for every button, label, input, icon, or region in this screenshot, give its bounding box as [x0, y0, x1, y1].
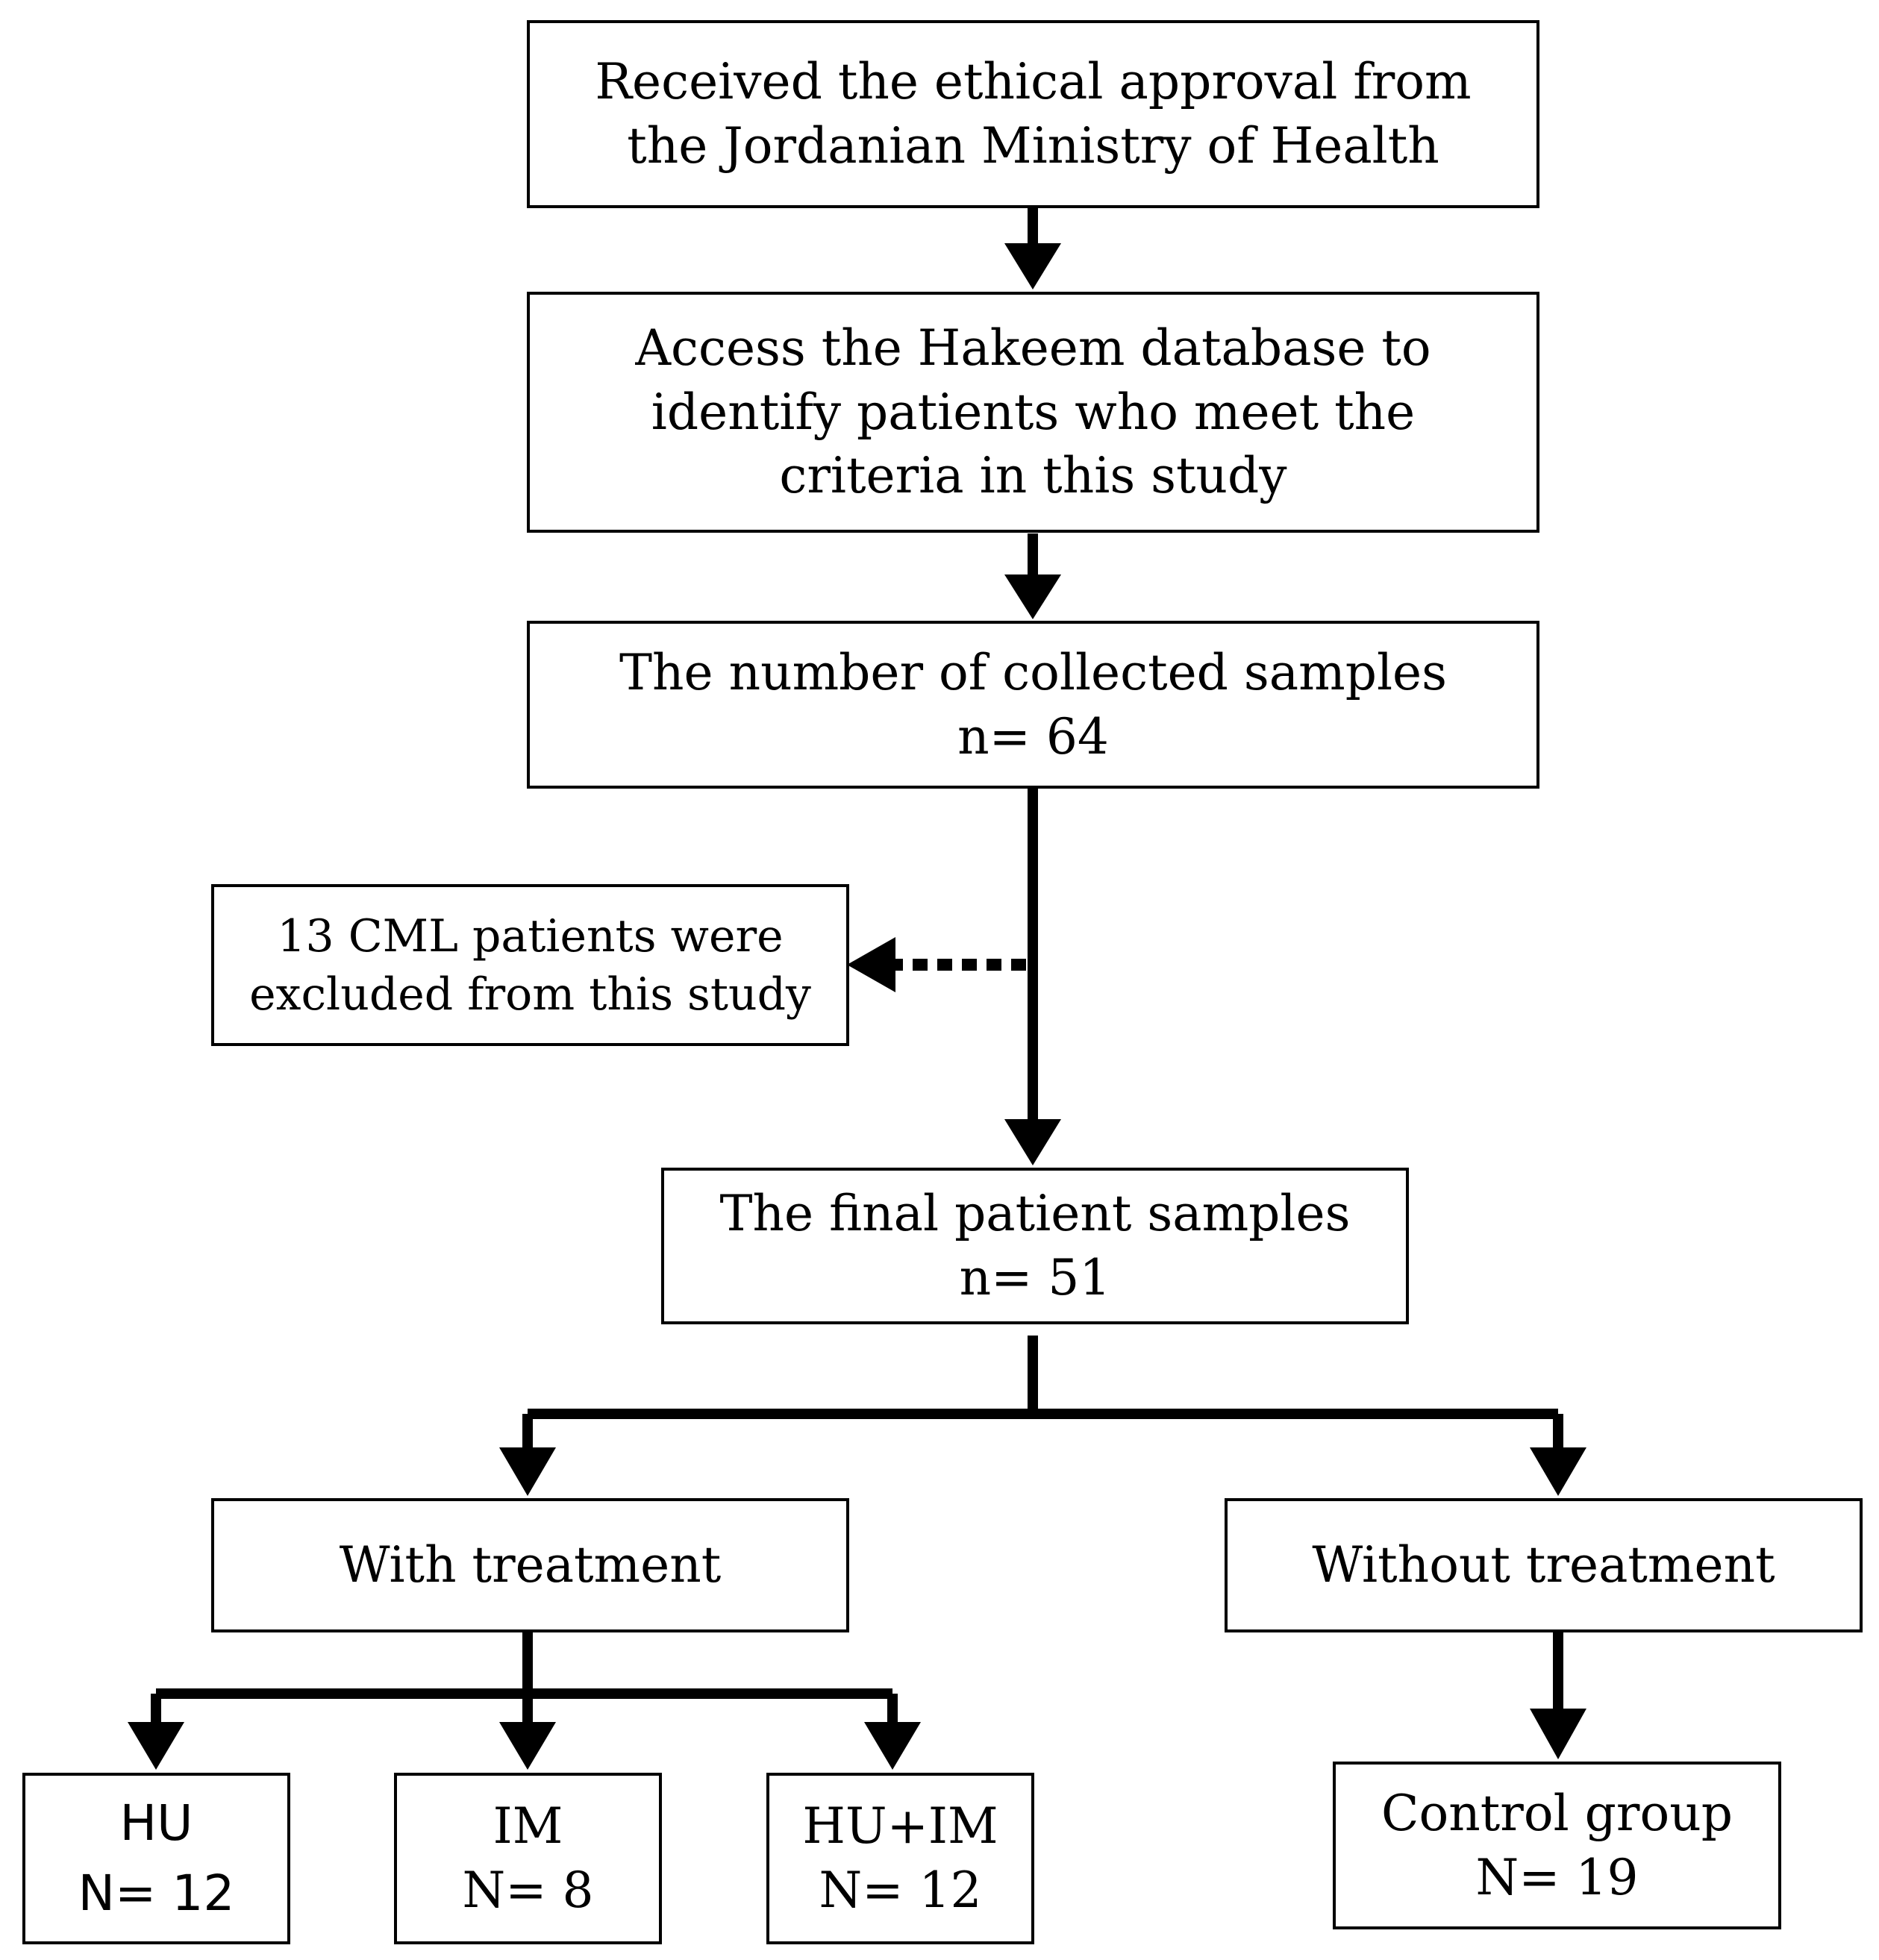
arrowhead-final [1004, 1119, 1061, 1165]
final-samples-box: The final patient samples n= 51 [661, 1168, 1409, 1324]
arrowhead-without-treatment [1530, 1447, 1586, 1496]
hu-group-box: HU N= 12 [22, 1773, 290, 1944]
arrowhead-hu [128, 1722, 184, 1770]
access-line-1: Access the Hakeem database to [635, 319, 1431, 377]
control-group-box: Control group N= 19 [1333, 1762, 1781, 1929]
without-treatment-label: Without treatment [1312, 1536, 1775, 1594]
im-count: N= 8 [462, 1862, 594, 1919]
collected-count: n= 64 [957, 707, 1109, 765]
control-count: N= 19 [1475, 1848, 1639, 1906]
arrowhead-im [499, 1722, 556, 1770]
excluded-line-1: 13 CML patients were [277, 909, 784, 962]
approval-box: Received the ethical approval from the J… [527, 20, 1539, 208]
excluded-patients-box: 13 CML patients were excluded from this … [211, 884, 849, 1046]
final-line-1: The final patient samples [719, 1185, 1351, 1243]
arrowhead-collected [1004, 574, 1061, 619]
access-database-box: Access the Hakeem database to identify p… [527, 292, 1539, 533]
access-line-2: identify patients who meet the [651, 383, 1416, 441]
hu-im-group-box: HU+IM N= 12 [766, 1773, 1034, 1944]
im-label: IM [493, 1797, 563, 1856]
hu-label: HU [119, 1794, 193, 1853]
arrowhead-control [1530, 1709, 1586, 1759]
approval-line-2: the Jordanian Ministry of Health [627, 117, 1439, 175]
hu-count: N= 12 [78, 1864, 235, 1922]
approval-line-1: Received the ethical approval from [595, 53, 1472, 111]
excluded-line-2: excluded from this study [249, 968, 811, 1021]
arrowhead-with-treatment [499, 1447, 556, 1496]
control-label: Control group [1381, 1784, 1733, 1842]
with-treatment-box: With treatment [211, 1498, 849, 1632]
collected-samples-box: The number of collected samples n= 64 [527, 621, 1539, 789]
hu-im-label: HU+IM [802, 1797, 998, 1856]
im-group-box: IM N= 8 [394, 1773, 662, 1944]
with-treatment-label: With treatment [339, 1536, 722, 1594]
arrowhead-hu-im [864, 1722, 921, 1770]
arrowhead-access [1004, 243, 1061, 289]
arrowhead-excluded [847, 937, 895, 992]
access-line-3: criteria in this study [779, 447, 1287, 505]
hu-im-count: N= 12 [819, 1862, 982, 1919]
collected-line-1: The number of collected samples [619, 643, 1447, 701]
without-treatment-box: Without treatment [1225, 1498, 1863, 1632]
final-count: n= 51 [959, 1249, 1111, 1306]
